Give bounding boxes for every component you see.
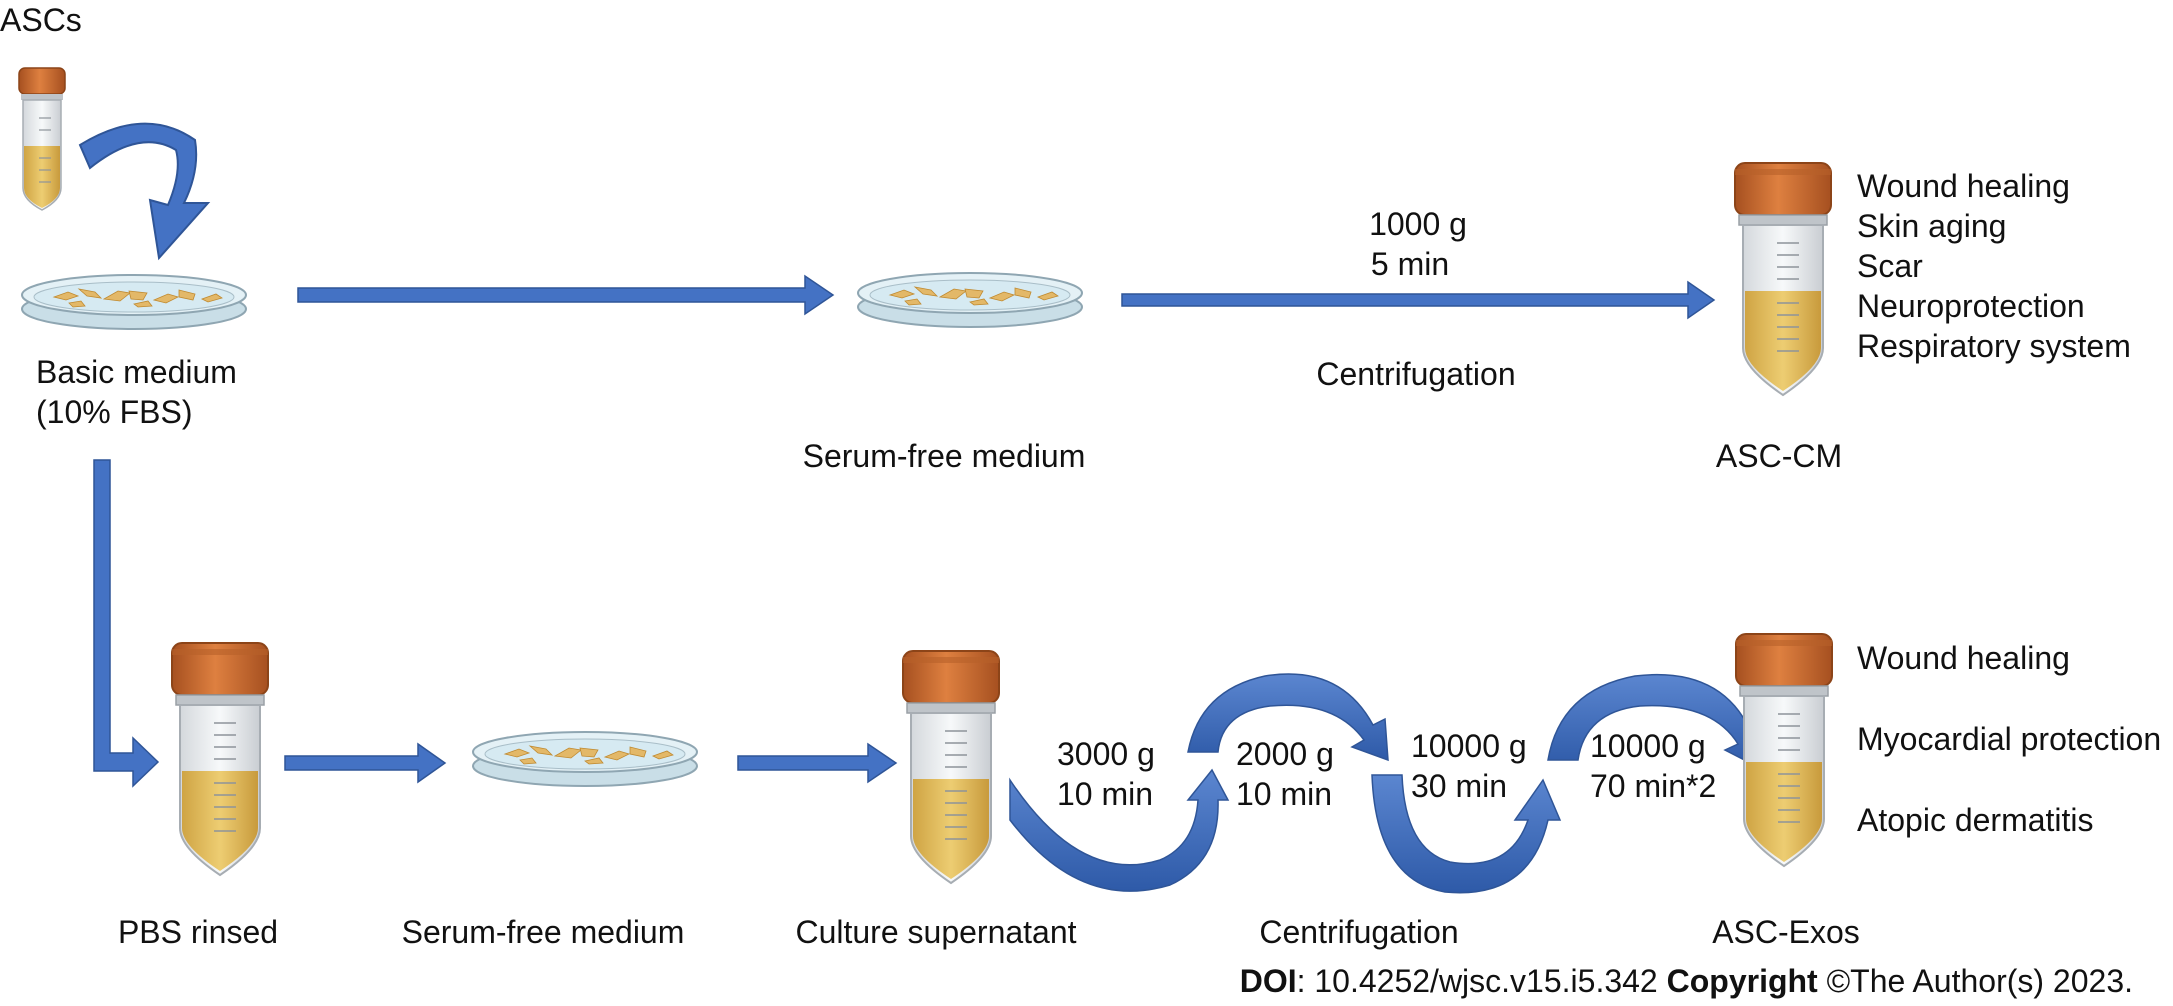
centrifugation-bottom-label: Centrifugation bbox=[1259, 914, 1459, 950]
asc-cm-application: Neuroprotection bbox=[1857, 288, 2085, 324]
asc-exos-application: Atopic dermatitis bbox=[1857, 802, 2094, 838]
step-4-speed: 10000 g bbox=[1590, 728, 1706, 764]
copyright-value: ©The Author(s) 2023. bbox=[1817, 963, 2133, 999]
asc-cm-application: Wound healing bbox=[1857, 168, 2070, 204]
pbs-tube bbox=[171, 642, 269, 876]
arrow-right-icon bbox=[284, 742, 447, 784]
step-1-speed: 3000 g bbox=[1057, 736, 1155, 772]
centrifuge-speed-top: 1000 g bbox=[1369, 206, 1467, 242]
asc-cm-tube bbox=[1734, 162, 1832, 396]
asc-cm-application: Respiratory system bbox=[1857, 328, 2131, 364]
step-3-speed: 10000 g bbox=[1411, 728, 1527, 764]
step-1-time: 10 min bbox=[1057, 776, 1154, 812]
basic-medium-dish bbox=[21, 274, 247, 330]
arrow-down-right-icon bbox=[93, 459, 160, 788]
asc-cm-label: ASC-CM bbox=[1715, 438, 1843, 474]
doi-copyright-footer: DOI: 10.4252/wjsc.v15.i5.342 Copyright ©… bbox=[1240, 962, 2133, 1000]
basic-medium-label-line2: (10% FBS) bbox=[36, 394, 193, 430]
arrow-right-icon bbox=[297, 274, 835, 316]
arrow-right-icon bbox=[737, 742, 898, 784]
supernatant-tube bbox=[902, 650, 1000, 884]
centrifugation-arrow-2 bbox=[1187, 673, 1389, 762]
serum-free-medium-top-label: Serum-free medium bbox=[802, 438, 1086, 474]
step-2-time: 10 min bbox=[1236, 776, 1333, 812]
asc-exos-tube bbox=[1735, 633, 1833, 867]
asc-cm-application: Scar bbox=[1857, 248, 1923, 284]
ascs-label: ASCs bbox=[0, 2, 82, 38]
culture-supernatant-label: Culture supernatant bbox=[795, 914, 1077, 950]
basic-medium-label-line1: Basic medium bbox=[36, 354, 237, 390]
asc-small-tube bbox=[18, 67, 66, 211]
centrifugation-arrow-3 bbox=[1371, 774, 1562, 894]
serum-free-dish-bottom bbox=[472, 731, 698, 787]
centrifuge-time-top: 5 min bbox=[1370, 246, 1450, 282]
arrow-right-icon bbox=[1121, 280, 1716, 320]
pbs-rinsed-label: PBS rinsed bbox=[117, 914, 279, 950]
doi-value: : 10.4252/wjsc.v15.i5.342 bbox=[1296, 963, 1667, 999]
asc-exos-application: Myocardial protection bbox=[1857, 721, 2162, 757]
copyright-label: Copyright bbox=[1666, 963, 1818, 999]
centrifugation-top-label: Centrifugation bbox=[1316, 356, 1516, 392]
serum-free-dish-top bbox=[857, 272, 1083, 328]
step-3-time: 30 min bbox=[1411, 768, 1508, 804]
curved-arrow-icon bbox=[78, 122, 211, 261]
asc-exos-application: Wound healing bbox=[1857, 640, 2070, 676]
doi-label: DOI bbox=[1239, 963, 1297, 999]
asc-exos-label: ASC-Exos bbox=[1712, 914, 1860, 950]
step-4-time: 70 min*2 bbox=[1590, 768, 1717, 804]
centrifugation-arrow-1 bbox=[1009, 768, 1230, 892]
asc-cm-application: Skin aging bbox=[1857, 208, 2007, 244]
step-2-speed: 2000 g bbox=[1236, 736, 1334, 772]
serum-free-medium-bottom-label: Serum-free medium bbox=[401, 914, 685, 950]
